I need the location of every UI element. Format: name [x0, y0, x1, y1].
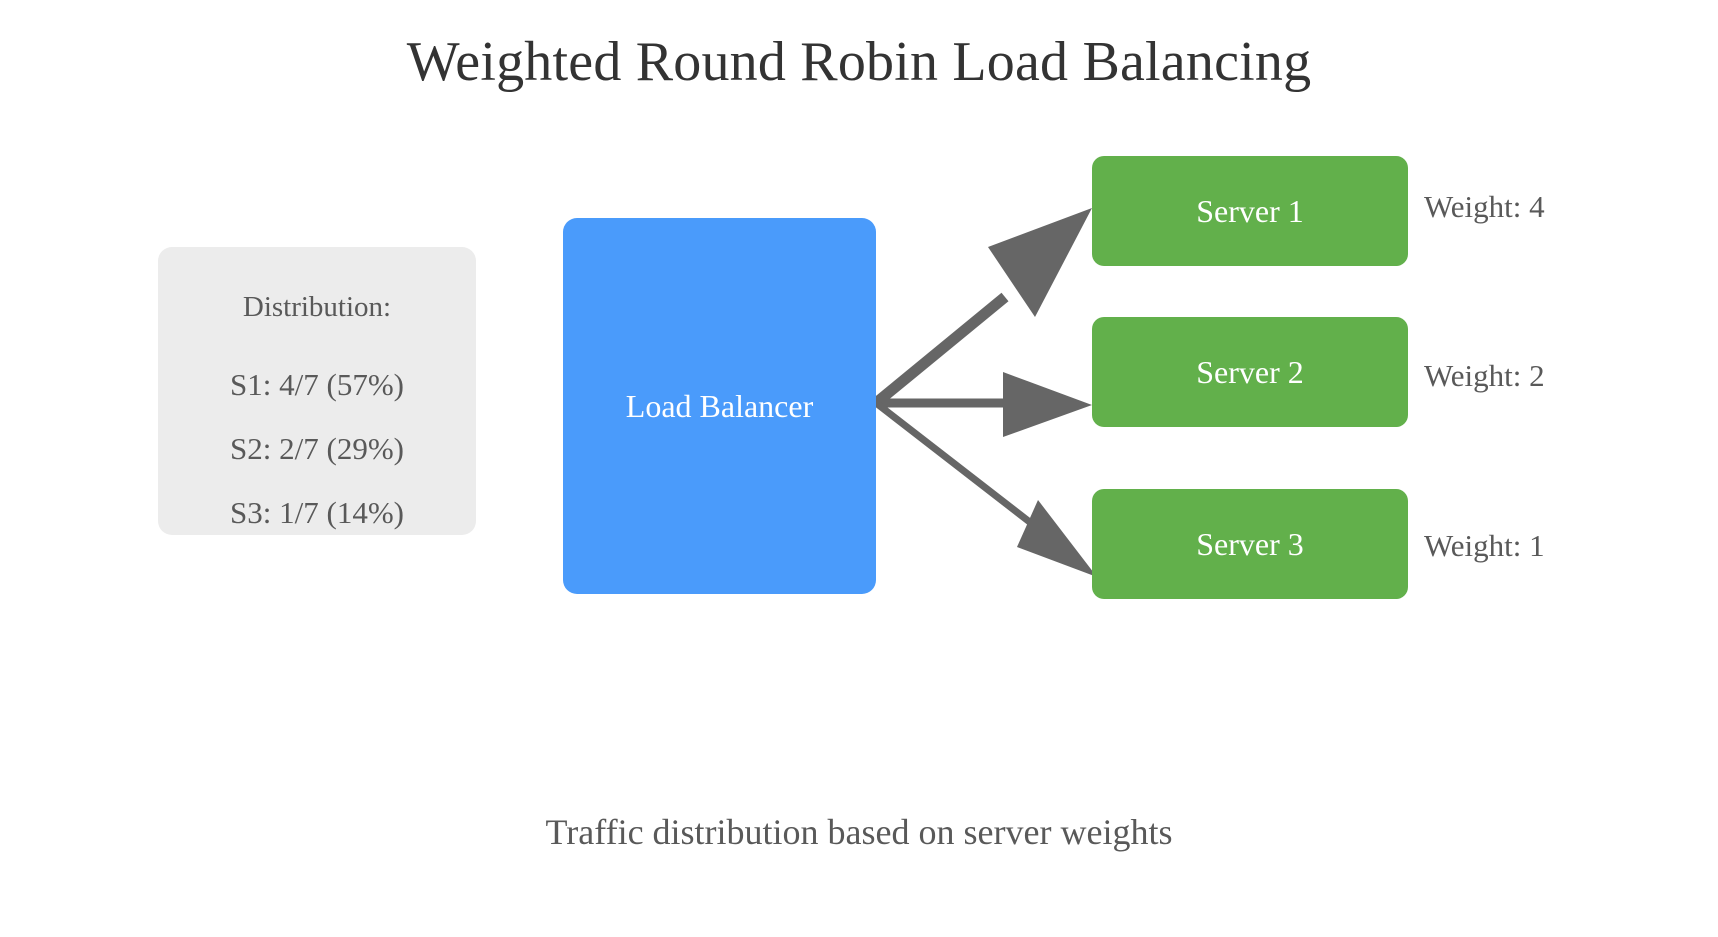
- weight-label-server-3: Weight: 1: [1424, 528, 1545, 563]
- diagram-caption: Traffic distribution based on server wei…: [545, 812, 1173, 852]
- distribution-panel: Distribution: S1: 4/7 (57%) S2: 2/7 (29%…: [158, 247, 476, 535]
- distribution-line-server-1: S1: 4/7 (57%): [230, 367, 404, 402]
- server-node-2[interactable]: Server 2: [1092, 317, 1408, 427]
- page-title: Weighted Round Robin Load Balancing: [406, 31, 1312, 93]
- distribution-panel-inner: Distribution: S1: 4/7 (57%) S2: 2/7 (29%…: [158, 247, 476, 535]
- distribution-heading: Distribution:: [242, 291, 392, 323]
- server-node-3[interactable]: Server 3: [1092, 489, 1408, 599]
- arrow-to-server-3: [873, 400, 1097, 577]
- server-label-3: Server 3: [1196, 525, 1304, 562]
- load-balancer-node[interactable]: Load Balancer: [563, 218, 876, 594]
- server-node-1[interactable]: Server 1: [1092, 156, 1408, 266]
- server-label-1: Server 1: [1196, 192, 1304, 229]
- weight-label-server-1: Weight: 4: [1424, 189, 1545, 224]
- distribution-line-server-2: S2: 2/7 (29%): [230, 431, 404, 466]
- load-balancer-label: Load Balancer: [625, 387, 814, 424]
- arrow-to-server-2: [876, 372, 1092, 437]
- distribution-line-server-3: S3: 1/7 (14%): [230, 495, 404, 530]
- arrow-to-server-1: [872, 208, 1092, 408]
- weight-label-server-2: Weight: 2: [1424, 358, 1545, 393]
- server-label-2: Server 2: [1196, 353, 1304, 390]
